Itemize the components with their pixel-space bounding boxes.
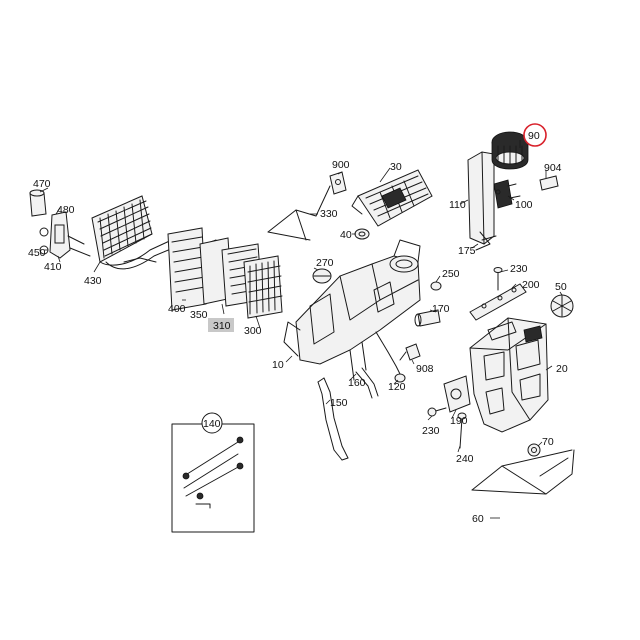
pipe-170-part <box>414 309 441 327</box>
hvac-housing-10-part <box>283 239 421 381</box>
screw-230-top-part <box>493 267 503 291</box>
callout-270: 270 <box>316 257 334 269</box>
callout-100: 100 <box>515 199 533 211</box>
mounting-bracket-330 <box>267 185 331 241</box>
callout-150: 150 <box>330 397 348 409</box>
blower-motor-90-part <box>491 131 529 170</box>
grommet-70-part <box>527 443 541 457</box>
seal-270-part <box>312 268 332 284</box>
resistor-100-part <box>493 179 521 209</box>
callout-900: 900 <box>332 159 350 171</box>
callout-190: 190 <box>450 415 468 427</box>
callout-40: 40 <box>340 229 352 241</box>
callout-110: 110 <box>449 199 466 211</box>
fitting-40-part <box>354 228 370 240</box>
callout-250: 250 <box>442 268 460 280</box>
callout-350: 350 <box>190 309 208 321</box>
sensor-250-part <box>430 281 442 291</box>
callout-230-lower: 230 <box>422 425 440 437</box>
callout-140-circle <box>201 412 223 434</box>
callout-470: 470 <box>33 178 51 190</box>
callout-90: 90 <box>528 130 540 142</box>
screw-230-lower-part <box>427 407 447 417</box>
hose-160-part <box>355 367 379 399</box>
callout-50: 50 <box>555 281 567 293</box>
wiring-harness-box <box>171 423 255 533</box>
callout-310-box <box>208 318 234 332</box>
bracket-60-part <box>471 449 575 495</box>
actuator-bracket-200-part <box>469 283 527 321</box>
bracket-175-part <box>475 231 497 251</box>
stepper-motor-190-part <box>443 375 471 413</box>
callout-450: 450 <box>28 247 46 259</box>
callout-140: 140 <box>203 418 221 430</box>
expansion-valve-part <box>29 189 91 259</box>
callout-330: 330 <box>320 208 338 220</box>
callout-175: 175 <box>458 245 476 257</box>
heater-box-20-part <box>469 317 549 433</box>
callout-230-top: 230 <box>510 263 528 275</box>
clip-900-part <box>329 171 347 195</box>
air-duct-110-part <box>467 151 495 245</box>
callout-908: 908 <box>416 363 434 375</box>
callout-90-circle <box>523 123 547 147</box>
callout-300: 300 <box>244 325 262 337</box>
callout-400: 400 <box>168 303 186 315</box>
callout-410: 410 <box>44 261 62 273</box>
callout-160: 160 <box>348 377 366 389</box>
filter-assembly-part <box>167 227 283 319</box>
duct-150-part <box>317 377 349 461</box>
leader-lines <box>39 140 563 519</box>
callout-60: 60 <box>472 513 484 525</box>
flap-actuator-50-part <box>550 294 574 318</box>
connector-904-part <box>539 175 559 191</box>
callout-30: 30 <box>390 161 402 173</box>
callout-480: 480 <box>57 204 75 216</box>
callout-70: 70 <box>542 436 554 448</box>
heater-core-30-part <box>351 169 433 227</box>
callout-10: 10 <box>272 359 284 371</box>
callout-20: 20 <box>556 363 568 375</box>
callout-200: 200 <box>522 279 540 291</box>
callout-170: 170 <box>432 303 450 315</box>
callout-310: 310 <box>213 320 231 332</box>
callout-904: 904 <box>544 162 562 174</box>
callout-120: 120 <box>388 381 406 393</box>
connector-908-part <box>399 343 421 361</box>
sensor-240-part <box>457 412 467 449</box>
callout-240: 240 <box>456 453 474 465</box>
callout-430: 430 <box>84 275 102 287</box>
sensor-120-part <box>375 331 406 383</box>
